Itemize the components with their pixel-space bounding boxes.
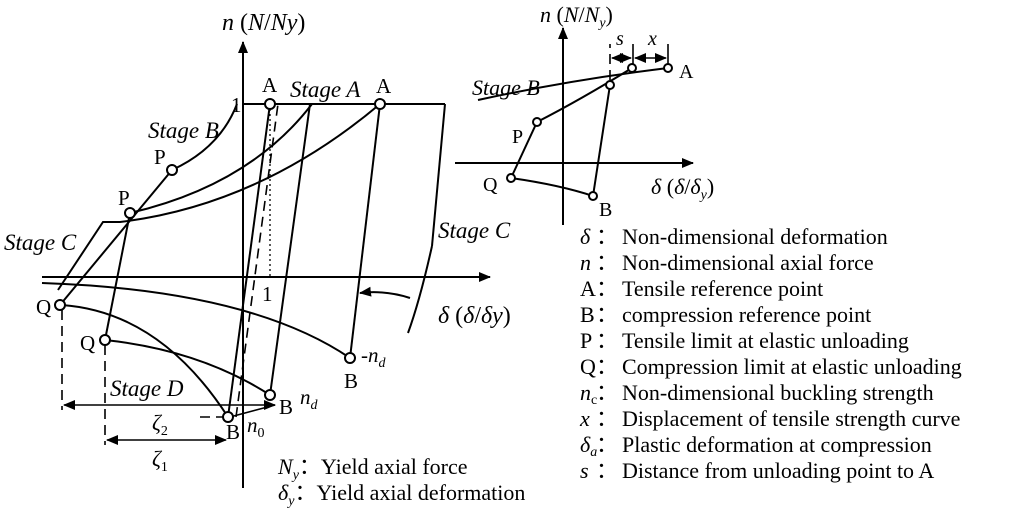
legend-row: A：Tensile reference point — [580, 276, 823, 301]
x-axis-label: δ (δ/δy) — [438, 303, 511, 329]
label-b0: B — [226, 420, 240, 444]
point-b1 — [264, 389, 276, 401]
stage-d-label: Stage D — [110, 376, 184, 401]
label-q2: Q — [80, 331, 95, 355]
legend-ny: Ny：Yield axial force — [277, 454, 468, 483]
inset-tensile-curve-upper — [477, 67, 669, 101]
legend-row: P：Tensile limit at elastic unloading — [580, 328, 909, 353]
inset-x-axis-label: δ (δ/δy) — [651, 174, 714, 203]
legend-row: n：Non-dimensional axial force — [580, 250, 874, 275]
unloading-dashed — [235, 103, 279, 418]
label-a2: A — [376, 74, 392, 98]
legend-row: δ：Non-dimensional deformation — [580, 224, 888, 249]
unloading-b0-a — [227, 103, 271, 418]
stage-c-right-label: Stage C — [438, 218, 511, 243]
zeta2-label: ζ2 — [152, 410, 168, 439]
compression-curve-middle — [104, 339, 271, 396]
legend-row: δa：Plastic deformation at compression — [580, 432, 932, 460]
tensile-strength-lines — [243, 103, 446, 277]
branch-q1-p1 — [59, 169, 173, 306]
point-p1 — [166, 164, 178, 176]
inset-point-b — [588, 191, 598, 201]
label-nd: nd — [300, 385, 319, 413]
stage-c-left-label: Stage C — [4, 230, 77, 255]
label-b1: B — [279, 395, 293, 419]
legend-row: B：compression reference point — [580, 302, 871, 327]
compression-curves — [41, 245, 433, 418]
main-points — [54, 98, 386, 423]
inset-label-b: B — [599, 199, 612, 221]
inset-labels: A B P Q s x Stage B — [472, 28, 694, 221]
legend-dy: δy：Yield axial deformation — [278, 480, 525, 508]
stage-c-right-unloading — [431, 103, 446, 247]
branch-q2-p2 — [104, 212, 131, 341]
inset-point-a — [663, 63, 673, 73]
compression-curve-top — [41, 282, 351, 359]
point-a2 — [374, 98, 386, 110]
unloading-b1 — [269, 103, 311, 396]
inset-point-p — [532, 117, 542, 127]
inset-y-axis-label: n (N/Ny) — [540, 2, 613, 31]
inset-point-q — [506, 173, 516, 183]
point-p2 — [124, 207, 136, 219]
inset-label-q: Q — [483, 174, 498, 196]
label-n0: n0 — [247, 413, 265, 441]
loading-direction-arrow — [359, 286, 411, 299]
inset-diagram: n (N/Ny) δ (δ/δy) A B P Q s x Stage B — [455, 2, 714, 225]
inset-point-unloading — [627, 63, 637, 73]
zeta-dimensions: ζ2 ζ1 — [61, 310, 276, 475]
compression-curve-right — [407, 245, 433, 334]
inset-label-p: P — [512, 126, 523, 148]
legend-row: Q：Compression limit at elastic unloading — [580, 354, 962, 379]
inset-stage-b-label: Stage B — [472, 75, 540, 100]
point-b2 — [344, 352, 356, 364]
point-a1 — [264, 98, 276, 110]
legend-row: nc：Non-dimensional buckling strength — [580, 380, 934, 408]
axis-legend: Ny：Yield axial force δy：Yield axial defo… — [277, 454, 525, 508]
legend-row: s：Distance from unloading point to A — [580, 458, 934, 483]
legend-row: x：Displacement of tensile strength curve — [579, 406, 960, 431]
stage-c-curve — [57, 103, 381, 291]
label-b2: B — [344, 369, 358, 393]
zeta1-label: ζ1 — [152, 446, 168, 475]
label-q1: Q — [36, 295, 51, 319]
label-a1: A — [262, 73, 278, 97]
unloading-b2 — [349, 103, 381, 359]
stage-b-upper-curve — [171, 103, 238, 171]
inset-tensile-curve-lower — [536, 67, 633, 123]
symbol-legend: δ：Non-dimensional deformation n：Non-dime… — [579, 224, 962, 483]
label-neg-nd: -nd — [361, 343, 387, 371]
stage-a-label: Stage A — [290, 77, 361, 102]
main-axes — [42, 41, 491, 488]
inset-branch-q-p — [510, 121, 538, 179]
inset-label-x: x — [647, 28, 657, 50]
main-labels: A A P P Q Q B B B -nd nd n0 — [36, 73, 392, 444]
point-b0 — [222, 411, 234, 423]
inset-label-a: A — [679, 61, 694, 83]
label-p2: P — [118, 186, 130, 210]
stage-b-label: Stage B — [148, 118, 219, 143]
inset-label-s: s — [616, 28, 624, 50]
stage-labels: Stage A Stage B Stage C Stage C Stage D — [4, 77, 511, 401]
y-axis-label: n (N/Ny) — [222, 10, 305, 36]
compression-curve-stage-d — [61, 304, 229, 418]
inset-unloading — [592, 84, 611, 197]
tick-label-x-1: 1 — [262, 282, 273, 306]
loading-branches — [57, 103, 381, 418]
inset-point-mid — [605, 80, 615, 90]
label-p1: P — [154, 145, 166, 169]
point-q2 — [99, 334, 111, 346]
inset-compression-curve — [510, 177, 594, 197]
stage-b-lower-curve — [129, 103, 313, 214]
point-q1 — [54, 299, 66, 311]
